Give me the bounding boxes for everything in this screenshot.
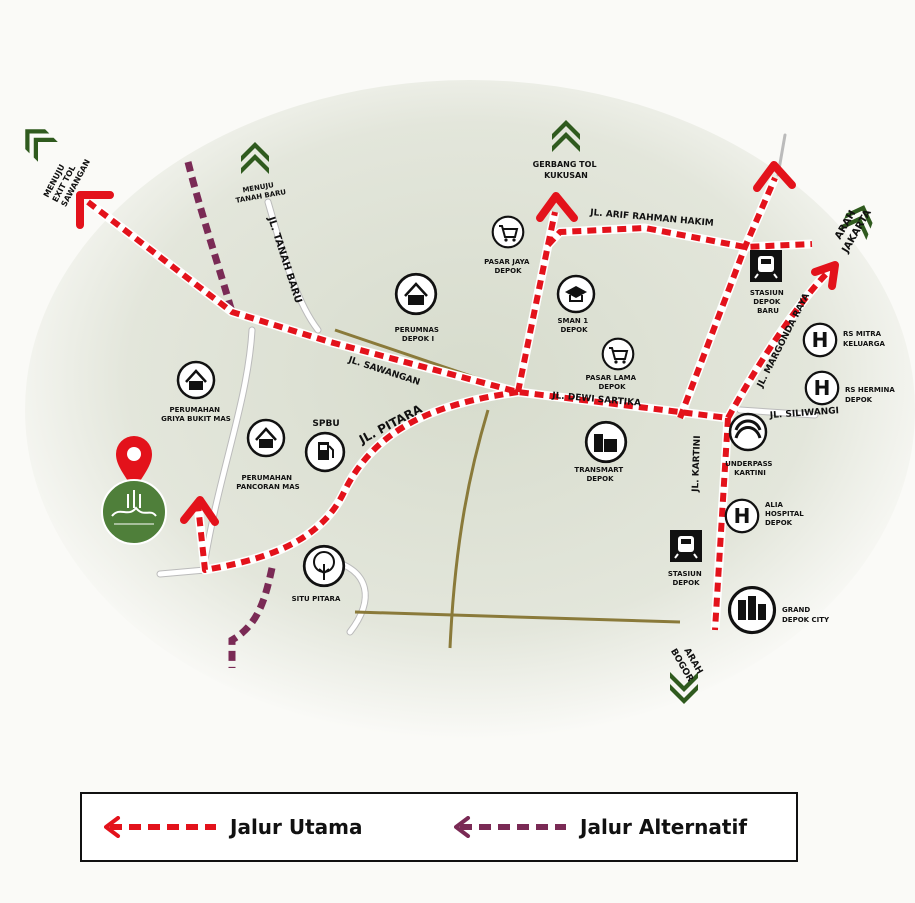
legend-alt-route: Jalur Alternatif — [454, 794, 747, 860]
landmark-situ-pitara: SITU PITARA — [292, 544, 346, 603]
svg-text:H: H — [814, 376, 831, 400]
landmark-pasar-jaya: PASAR JAYA DEPOK — [484, 215, 532, 275]
graduation-cap-icon — [556, 274, 596, 314]
legend-main-route: Jalur Utama — [104, 794, 363, 860]
landmark-griya-bukit: PERUMAHAN GRIYA BUKIT MAS — [161, 360, 231, 423]
map-background — [25, 80, 915, 740]
svg-text:H: H — [734, 504, 751, 528]
hospital-h-icon: H — [724, 498, 760, 534]
dir-kukusan: GERBANG TOL KUKUSAN — [533, 160, 600, 180]
main-route-arrow-icon — [104, 816, 216, 838]
svg-text:GRAND DEPOK CITY: GRAND DEPOK CITY — [782, 606, 830, 624]
svg-text:TRANSMART DEPOK: TRANSMART DEPOK — [574, 466, 625, 483]
hospital-h-icon: H — [804, 370, 840, 406]
svg-text:RS MITRA KELUARGA: RS MITRA KELUARGA — [843, 330, 885, 348]
landmark-sman1: SMAN 1 DEPOK — [556, 274, 596, 334]
landmark-pasar-lama: PASAR LAMA DEPOK — [586, 337, 639, 391]
svg-text:H: H — [812, 328, 829, 352]
landmark-rs-mitra: H RS MITRA KELUARGA — [802, 322, 885, 358]
svg-text:ALIA HOSPITAL: ALIA HOSPITAL DEPOK — [765, 501, 806, 527]
svg-text:SMAN 1 DEPOK: SMAN 1 DEPOK — [557, 317, 590, 334]
landmark-transmart: TRANSMART DEPOK — [574, 420, 628, 483]
building-icon — [584, 420, 628, 464]
landmark-grand-depok: GRAND DEPOK CITY — [727, 585, 830, 635]
dir-exit-tol: MENUJU EXIT TOL SAWANGAN — [42, 148, 92, 208]
landmark-pancoran: PERUMAHAN PANCORAN MAS — [236, 418, 300, 491]
svg-text:RS HERMINA DEPOK: RS HERMINA DEPOK — [845, 386, 897, 404]
alt-route — [184, 161, 276, 668]
landmark-underpass: UNDERPASS KARTINI — [725, 412, 775, 477]
shopping-cart-icon — [491, 215, 525, 249]
svg-text:PERUMNAS DEPOK I: PERUMNAS DEPOK I — [395, 326, 442, 343]
landmark-rs-hermina: H RS HERMINA DEPOK — [804, 370, 897, 406]
svg-text:UNDERPASS KARTINI: UNDERPASS KARTINI — [725, 460, 775, 477]
chevron-exit-tol-icon — [15, 119, 58, 162]
house-icon — [246, 418, 286, 458]
landmark-alia: H ALIA HOSPITAL DEPOK — [724, 498, 806, 534]
main-route — [76, 161, 839, 631]
svg-text:SPBU: SPBU — [312, 419, 339, 429]
svg-text:PASAR LAMA DEPOK: PASAR LAMA DEPOK — [586, 374, 639, 391]
landmark-perumnas: PERUMNAS DEPOK I — [394, 272, 442, 343]
landmark-stasiun-depok: STASIUN DEPOK — [668, 530, 704, 587]
svg-text:PERUMAHAN GRIYA BUKIT: PERUMAHAN GRIYA BUKIT MAS — [161, 406, 231, 423]
legend-alt-label: Jalur Alternatif — [580, 815, 748, 839]
road-kartini: JL. KARTINI — [691, 435, 703, 493]
fuel-pump-icon — [304, 431, 346, 473]
svg-text:SITU PITARA: SITU PITARA — [292, 595, 341, 603]
tree-icon — [302, 544, 346, 588]
svg-text:PASAR JAYA DEPOK: PASAR JAYA DEPOK — [484, 258, 532, 275]
landmark-spbu: SPBU — [304, 419, 346, 473]
house-icon — [394, 272, 438, 316]
landmarks: PASAR JAYA DEPOK SMAN 1 DEPOK — [161, 215, 897, 635]
house-icon — [176, 360, 216, 400]
map-legend: Jalur Utama Jalur Alternatif — [80, 792, 798, 862]
svg-text:PERUMAHAN PANCORAN MAS: PERUMAHAN PANCORAN MAS — [236, 474, 299, 491]
alt-route-arrow-icon — [454, 816, 566, 838]
shopping-cart-icon — [601, 337, 635, 371]
building-icon — [727, 585, 777, 635]
landmark-stasiun-baru: STASIUN DEPOK BARU — [750, 250, 786, 315]
brand-logo — [101, 479, 167, 545]
train-icon — [750, 250, 782, 282]
underpass-icon — [728, 412, 768, 452]
legend-main-label: Jalur Utama — [230, 815, 363, 839]
svg-text:STASIUN DEPOK: STASIUN DEPOK — [668, 570, 704, 587]
train-icon — [670, 530, 702, 562]
location-pin-icon — [116, 436, 152, 490]
svg-text:STASIUN DEPOK: STASIUN DEPOK BARU — [750, 289, 786, 315]
hospital-h-icon: H — [802, 322, 838, 358]
road-siliwangi: JL. SILIWANGI — [769, 406, 840, 421]
